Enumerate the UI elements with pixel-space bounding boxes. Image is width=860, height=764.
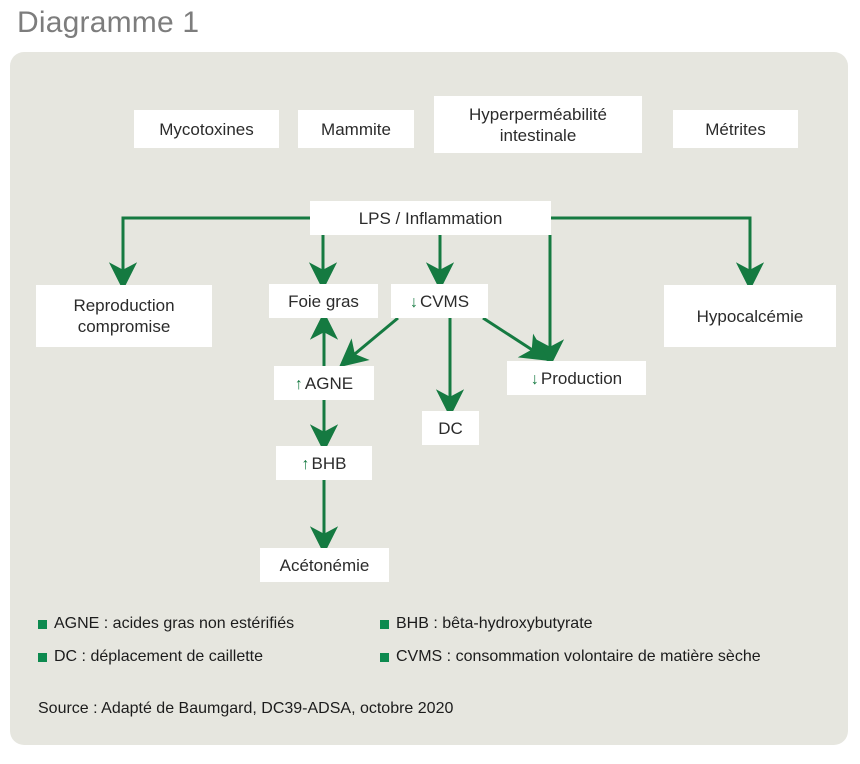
- legend-bullet-icon: [380, 619, 389, 629]
- node-label: Mycotoxines: [159, 119, 254, 139]
- legend-item-agne: AGNE : acides gras non estérifiés: [38, 615, 294, 633]
- arrow-down-icon: ↓: [530, 370, 539, 388]
- node-label: Mammite: [321, 119, 391, 139]
- node-bhb: ↑BHB: [276, 446, 372, 480]
- legend-bullet-icon: [38, 652, 47, 662]
- node-label: Reproduction compromise: [73, 296, 175, 336]
- node-acetonemie: Acétonémie: [260, 548, 389, 582]
- node-label: ↑BHB: [301, 453, 347, 473]
- legend-item-text: DC : déplacement de caillette: [54, 648, 263, 665]
- node-lps: LPS / Inflammation: [310, 201, 551, 235]
- node-label: LPS / Inflammation: [358, 208, 503, 228]
- node-hyperperm: Hyperperméabilité intestinale: [434, 96, 642, 153]
- node-cvms: ↓CVMS: [391, 284, 488, 318]
- legend-item-text: CVMS : consommation volontaire de matièr…: [396, 648, 761, 665]
- node-metrites: Métrites: [673, 110, 798, 148]
- arrow-up-icon: ↑: [301, 455, 310, 473]
- diagram-panel: [10, 52, 848, 745]
- arrow-down-icon: ↓: [409, 293, 418, 311]
- legend-item-bhb: BHB : bêta-hydroxybutyrate: [380, 615, 593, 633]
- node-label: DC: [438, 418, 463, 438]
- legend-item-text: BHB : bêta-hydroxybutyrate: [396, 615, 593, 632]
- node-label: ↑AGNE: [294, 373, 354, 393]
- node-label: ↓CVMS: [409, 291, 470, 311]
- arrow-up-icon: ↑: [294, 375, 303, 393]
- node-agne: ↑AGNE: [274, 366, 374, 400]
- node-label: Hypocalcémie: [696, 306, 804, 326]
- page-title: Diagramme 1: [17, 6, 200, 39]
- source-note: Source : Adapté de Baumgard, DC39-ADSA, …: [38, 700, 454, 717]
- node-label: Foie gras: [288, 291, 359, 311]
- node-label: ↓Production: [530, 368, 623, 388]
- legend-bullet-icon: [380, 652, 389, 662]
- node-production: ↓Production: [507, 361, 646, 395]
- node-label: Métrites: [705, 119, 766, 139]
- legend-item-text: AGNE : acides gras non estérifiés: [54, 615, 295, 632]
- legend-item-cvms: CVMS : consommation volontaire de matièr…: [380, 648, 761, 666]
- node-label: Hyperperméabilité intestinale: [469, 104, 607, 145]
- node-mammite: Mammite: [298, 110, 414, 148]
- node-label: Acétonémie: [279, 555, 370, 575]
- node-dc: DC: [422, 411, 479, 445]
- node-foiegras: Foie gras: [269, 284, 378, 318]
- legend-bullet-icon: [38, 619, 47, 629]
- legend-item-dc: DC : déplacement de caillette: [38, 648, 263, 666]
- node-reproduction: Reproduction compromise: [36, 285, 212, 347]
- node-hypocalcemie: Hypocalcémie: [664, 285, 836, 347]
- node-mycotoxines: Mycotoxines: [134, 110, 279, 148]
